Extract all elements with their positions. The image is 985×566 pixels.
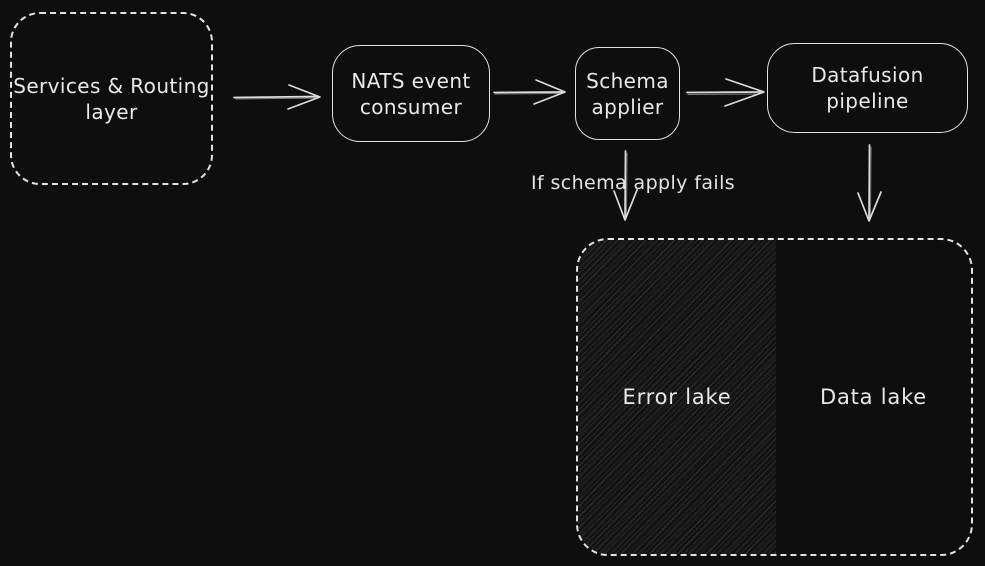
arrow-datafusion-to-data-lake bbox=[857, 144, 882, 222]
arrow-services-to-nats bbox=[233, 84, 321, 110]
error-lake-hatched-region bbox=[578, 240, 776, 554]
node-datafusion-pipeline: Datafusion pipeline bbox=[767, 43, 968, 133]
lakes-container: Error lake Data lake bbox=[576, 238, 973, 556]
error-lake-label: Error lake bbox=[622, 385, 732, 409]
node-schema-applier: Schema applier bbox=[575, 47, 680, 140]
node-nats-event-consumer: NATS event consumer bbox=[332, 45, 490, 142]
arrow-nats-to-schema bbox=[493, 79, 566, 105]
node-nats-event-consumer-label: NATS event consumer bbox=[351, 68, 471, 119]
node-schema-applier-label: Schema applier bbox=[586, 68, 669, 119]
node-services-routing-layer: Services & Routing layer bbox=[10, 12, 213, 185]
arrow-schema-to-datafusion bbox=[686, 78, 765, 107]
data-lake-label: Data lake bbox=[819, 385, 928, 409]
schema-fail-annotation: If schema apply fails bbox=[530, 172, 736, 194]
node-datafusion-pipeline-label: Datafusion pipeline bbox=[811, 63, 924, 113]
node-services-routing-layer-label: Services & Routing layer bbox=[13, 73, 210, 124]
